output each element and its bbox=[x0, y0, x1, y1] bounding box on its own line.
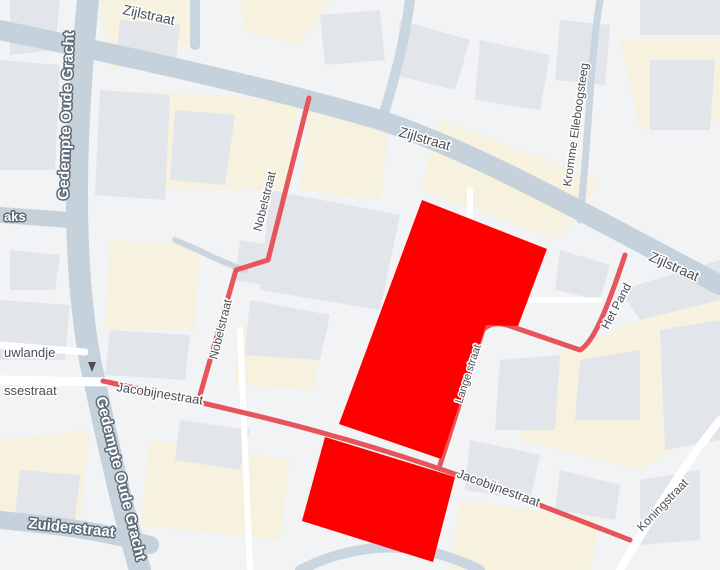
route-jacobijnestraat bbox=[100, 378, 633, 543]
road-zuiderstraat bbox=[0, 511, 159, 554]
road-aks bbox=[0, 207, 78, 228]
highlighted-area-south[interactable] bbox=[302, 437, 455, 562]
highlighted-area-north[interactable] bbox=[339, 200, 547, 459]
street-label-aks: aks bbox=[4, 209, 26, 224]
one-way-arrow-icon bbox=[88, 362, 96, 372]
route-lange-straat bbox=[437, 252, 628, 468]
street-label-uwlandje: uwlandje bbox=[4, 345, 55, 360]
route-nobelstraat bbox=[197, 95, 312, 398]
street-label-ssestraat: ssestraat bbox=[4, 383, 57, 398]
highlighted-route bbox=[100, 95, 633, 543]
road-zijlstraat bbox=[0, 20, 720, 295]
road-gedempte-oude-gracht bbox=[65, 0, 151, 570]
